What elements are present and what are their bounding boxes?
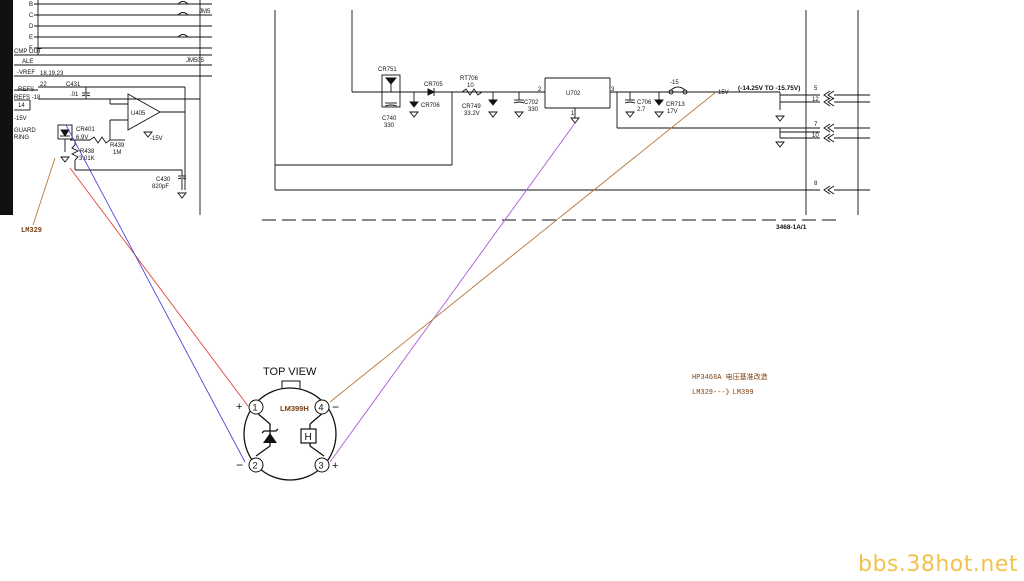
- header-ref-jm505: JM505: [186, 58, 205, 64]
- connector-pin-7: 7: [814, 122, 818, 128]
- note-change: LM329---》LM399: [692, 388, 754, 397]
- cr713-ref: CR713: [666, 102, 685, 108]
- net-refs-18: REFS -18: [14, 95, 41, 101]
- pin-label-e: E: [29, 35, 33, 41]
- pin-3: [314, 457, 330, 473]
- pin-4: [314, 399, 330, 415]
- pin-2-number: 2: [253, 461, 258, 471]
- u702-ref: U702: [566, 91, 581, 97]
- u702-pin1: 1: [571, 111, 575, 117]
- pin-label-f: F: [29, 46, 33, 52]
- cr706-ref: CR706: [421, 103, 440, 109]
- wire-lm329-pointer: [32, 157, 56, 226]
- right-schematic-labels: CR751 C740 330 CR705 CR706 RT706 10 CR74…: [378, 67, 819, 231]
- right-schematic: [262, 10, 870, 221]
- pin-3-number: 3: [319, 461, 324, 471]
- opamp-u405: [127, 93, 161, 131]
- r439-ref: R439: [110, 143, 125, 149]
- pin-4-number: 4: [319, 403, 324, 413]
- pin-3-polarity: +: [332, 460, 338, 472]
- wire-pin2-to-cr401: [65, 124, 246, 463]
- net-cmp-out: CMP OUT: [14, 49, 42, 55]
- c706-value: 2.7: [637, 107, 646, 113]
- u405-ref: U405: [131, 111, 146, 117]
- range-label: (-14.25V TO -15.75V): [738, 85, 800, 92]
- net-minus15v: -15V: [14, 116, 27, 122]
- net-vref: -VREF: [17, 70, 35, 76]
- pin-number-14: 14: [18, 103, 25, 109]
- pin-1-number: 1: [253, 403, 258, 413]
- cr401-value: 6.9V: [76, 135, 88, 141]
- pin-number-22: 22: [40, 82, 47, 88]
- top-view-label: TOP VIEW: [263, 366, 317, 378]
- left-schematic: [0, 0, 212, 215]
- drawing-number: 3468-1A/1: [776, 224, 807, 231]
- note-title: HP3468A 电压基准改造: [692, 372, 768, 382]
- connector-pin-5: 5: [814, 86, 818, 92]
- wire-pin1-to-cr401: [69, 167, 249, 407]
- pin-1: [248, 399, 264, 415]
- c431-ref: C431: [66, 82, 81, 88]
- u702-pin2: 2: [538, 87, 542, 93]
- left-schematic-labels: B C D E F CMP OUT ALE -VREF REFS -15V GU…: [14, 2, 211, 190]
- part-number-label: LM399H: [280, 404, 309, 413]
- wire-pin3-to-u702: [329, 122, 576, 463]
- jm-label: JM5: [199, 9, 211, 15]
- wire-pin4-to-output: [329, 91, 717, 403]
- pin-label-b: B: [29, 2, 33, 8]
- c706-ref: C706: [637, 100, 652, 106]
- rt706-value: 10: [467, 83, 474, 89]
- cr401-ref: CR401: [76, 127, 95, 133]
- pin-number-18-19-23: 18,19,23: [40, 71, 64, 77]
- pin-1-polarity: +: [236, 401, 242, 413]
- r438-ref: R438: [80, 149, 95, 155]
- watermark: bbs.38hot.net: [857, 552, 1018, 577]
- r438-value: 3.01K: [79, 156, 95, 162]
- left-edge-block: [0, 0, 13, 215]
- heater-label: H: [305, 432, 312, 443]
- output-label: -15V: [716, 90, 729, 96]
- net-guard: GUARD: [14, 128, 36, 134]
- pin-2: [248, 457, 264, 473]
- c740-ref: C740: [382, 116, 397, 122]
- r439-value: 1M: [113, 150, 121, 156]
- net-refs: REFS: [18, 87, 34, 93]
- rail-label: -15: [670, 80, 679, 86]
- cr749-ref: CR749: [462, 104, 481, 110]
- c430-value: 820pF: [152, 184, 169, 190]
- connector-pin-10: 10: [812, 133, 819, 139]
- net-ring: RING: [14, 135, 29, 141]
- opamp-supply: -15V: [150, 136, 163, 142]
- c430-ref: C430: [156, 177, 171, 183]
- lm329-annotation: LM329: [21, 227, 42, 235]
- cr749-value: 33.2V: [464, 111, 480, 117]
- net-ale: ALE: [22, 59, 33, 65]
- pin-2-polarity: −: [236, 458, 243, 472]
- c431-value: .01: [70, 92, 79, 98]
- rt706-ref: RT706: [460, 76, 479, 82]
- connector-pin-8: 8: [814, 181, 818, 187]
- c702-ref: C702: [524, 100, 539, 106]
- u702-pin3: 3: [611, 87, 615, 93]
- zener-icon: [263, 433, 277, 443]
- connector-pin-12: 12: [812, 97, 819, 103]
- package-body: [243, 387, 337, 481]
- c702-value: 330: [528, 107, 539, 113]
- heater-icon: [300, 428, 317, 444]
- lm399-package: TOP VIEW LM399H H 1 + 2 − 3 + 4 −: [236, 366, 339, 481]
- cr705-ref: CR705: [424, 82, 443, 88]
- annotation-wires: [32, 91, 717, 463]
- pin-label-c: C: [29, 13, 34, 19]
- pin-label-d: D: [29, 24, 34, 30]
- cr751-ref: CR751: [378, 67, 397, 73]
- pin-4-polarity: −: [332, 400, 339, 414]
- c740-value: 330: [384, 123, 395, 129]
- cr713-value: 17V: [667, 109, 678, 115]
